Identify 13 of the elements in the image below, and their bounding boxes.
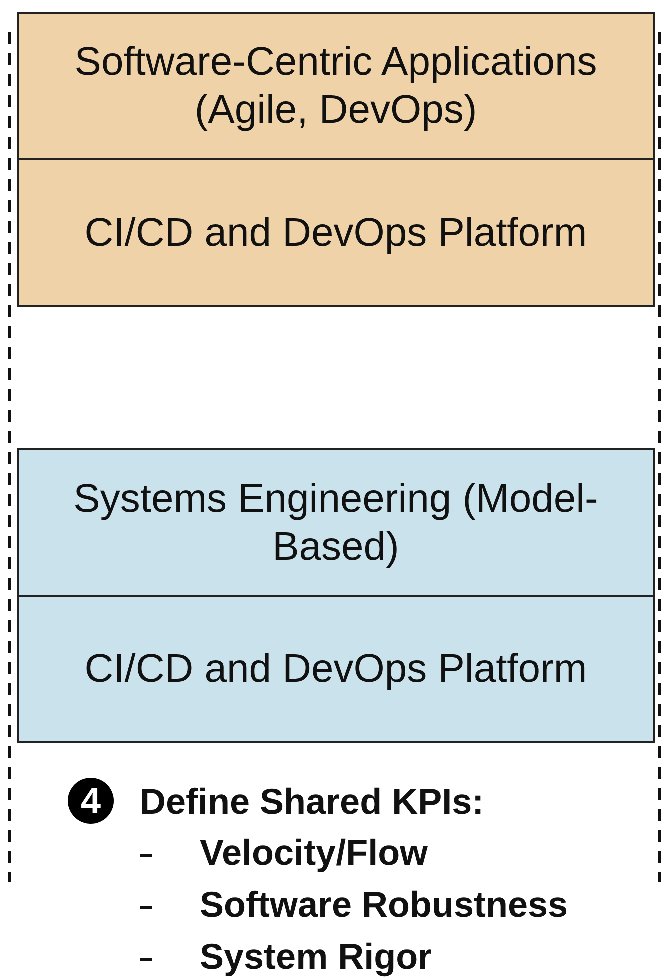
box-text: CI/CD and DevOps Platform [84,646,588,693]
list-item: Software Robustness [200,884,568,926]
box-text: Systems Engineering (Model-Based) [72,476,600,570]
process-box [17,12,655,160]
list-item: System Rigor [200,936,432,978]
heading-text: Define Shared KPIs: [140,781,484,823]
process-box [17,595,655,743]
list-item: Velocity/Flow [200,832,428,874]
callout-number: 4 [68,778,114,824]
box-text: Software-Centric Applications (Agile, DevOps) [74,39,598,134]
process-box [17,448,655,597]
process-box [17,158,655,307]
box-text: CI/CD and DevOps Platform [84,210,588,256]
